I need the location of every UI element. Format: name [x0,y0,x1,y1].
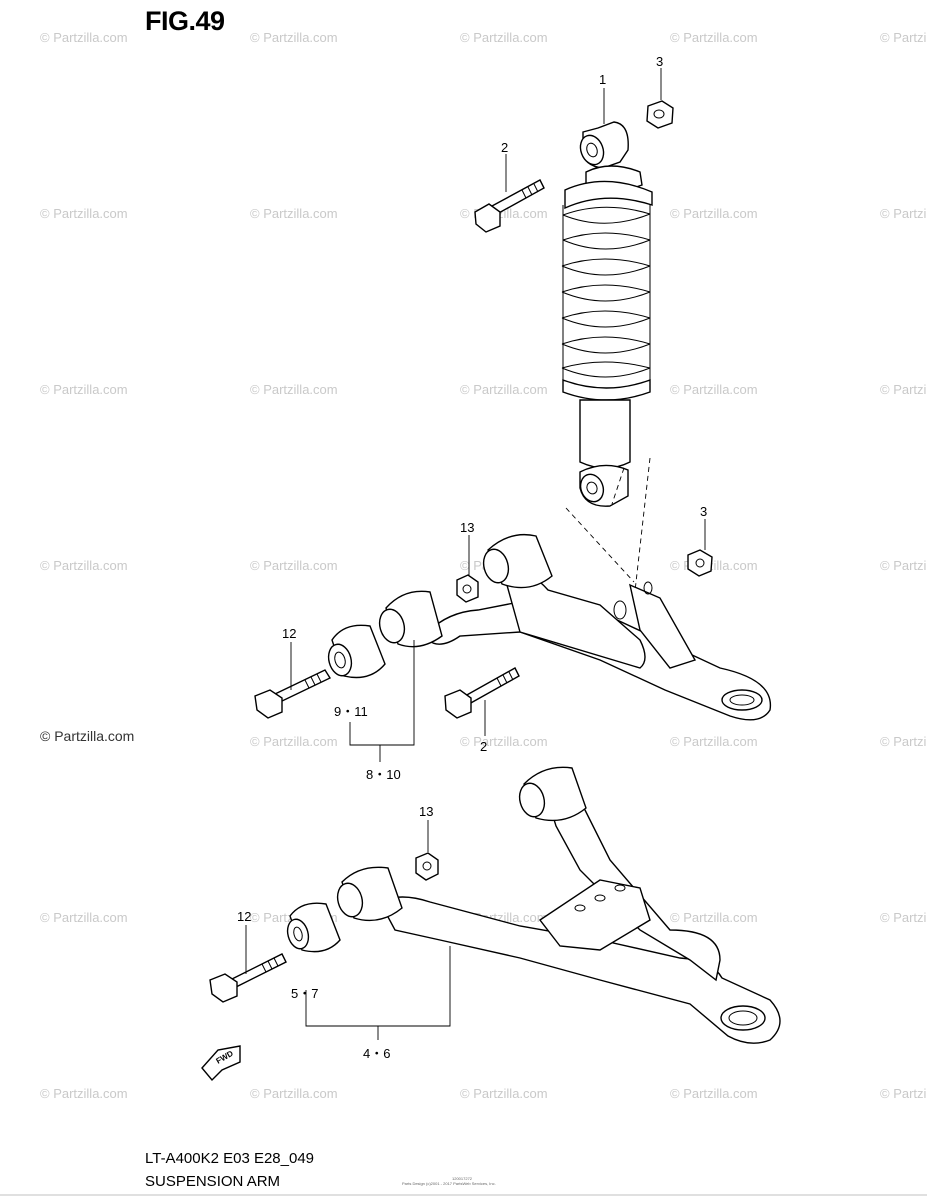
callout-5-7: 5・7 [291,986,318,1001]
watermark: © Partzilla.com [880,206,927,221]
bushing-9-11-upper[interactable] [325,624,386,679]
watermark: © Partzilla.com [250,1086,338,1101]
watermark: © Partzilla.com [670,30,758,45]
fine-print-id: 120017272 [452,1176,473,1181]
callout-13-lower: 13 [419,804,433,819]
watermark: © Partzilla.com [670,1086,758,1101]
shock-absorber[interactable] [561,121,653,507]
callout-4-6: 4・6 [363,1046,390,1061]
leader-lines [245,68,706,1040]
watermark: © Partzilla.com [880,382,927,397]
watermark: © Partzilla.com [880,910,927,925]
bolt-12-lower[interactable] [209,953,287,1003]
watermark: © Partzilla.com [460,30,548,45]
watermark: © Partzilla.com [40,206,128,221]
watermark: © Partzilla.com [670,206,758,221]
watermark: © Partzilla.com [40,558,128,573]
watermark: © Partzilla.com [250,558,338,573]
callout-2-upper: 2 [501,140,508,155]
lower-suspension-arm[interactable] [334,766,781,1044]
model-code: LT-A400K2 E03 E28_049 [145,1150,315,1167]
callout-12-lower: 12 [237,909,251,924]
watermark: © Partzilla.com [880,734,927,749]
watermark: © Partzilla.com [880,1086,927,1101]
callout-8-10: 8・10 [366,767,401,782]
fine-print-credit: Parts Design (c)2001 - 2017 PartsWeb Ser… [402,1181,496,1186]
callout-2-lower: 2 [480,739,487,754]
watermark: © Partzilla.com [460,1086,548,1101]
upper-suspension-arm[interactable] [376,533,772,721]
watermark: © Partzilla.com [40,382,128,397]
watermark: © Partzilla.com [40,30,128,45]
watermark: © Partzilla.com [250,734,338,749]
watermark: © Partzilla.com [460,734,548,749]
callout-1: 1 [599,72,606,87]
nut-13-upper[interactable] [456,574,479,603]
bushing-5-7-lower[interactable] [284,902,341,953]
watermark: © Partzilla.com [670,910,758,925]
callout-3-upper: 3 [656,54,663,69]
watermark: © Partzilla.com [40,910,128,925]
bolt-12-upper[interactable] [254,669,332,719]
watermark: © Partzilla.com [880,558,927,573]
bottom-rule [0,1194,927,1196]
watermark: © Partzilla.com [250,30,338,45]
diagram-caption: SUSPENSION ARM [145,1173,281,1190]
watermark: © Partzilla.com [460,382,548,397]
watermark: © Partzilla.com [670,734,758,749]
nut-3-upper[interactable] [646,100,674,129]
watermark: © Partzilla.com [880,30,927,45]
callout-9-11: 9・11 [334,704,368,719]
callout-12-upper: 12 [282,626,296,641]
watermark: © Partzilla.com [40,1086,128,1101]
copyright-text: © Partzilla.com [40,728,135,744]
bolt-2-upper[interactable] [474,179,545,233]
watermark: © Partzilla.com [250,382,338,397]
fwd-arrow-icon: FWD [201,1045,241,1082]
watermark: © Partzilla.com [670,382,758,397]
nut-13-lower[interactable] [415,852,439,881]
callout-3-lower: 3 [700,504,707,519]
callout-13-upper: 13 [460,520,474,535]
watermark: © Partzilla.com [250,206,338,221]
figure-title: FIG.49 [145,6,225,36]
bolt-2-lower[interactable] [444,667,520,719]
nut-3-lower[interactable] [687,549,713,577]
